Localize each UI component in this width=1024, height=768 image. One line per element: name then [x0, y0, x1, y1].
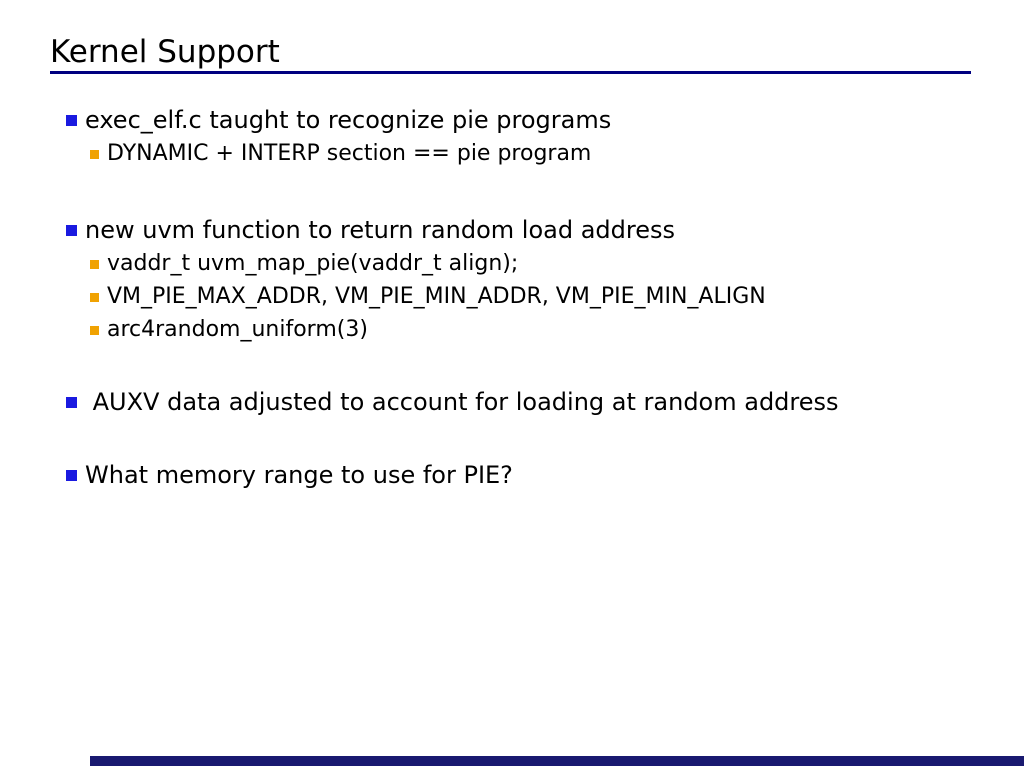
bullet-item: new uvm function to return random load a…: [0, 214, 1024, 247]
sub-bullet-item: arc4random_uniform(3): [0, 313, 1024, 346]
bullet-text: AUXV data adjusted to account for loadin…: [85, 388, 839, 416]
bullet-text: What memory range to use for PIE?: [85, 461, 513, 489]
sub-bullet-square-icon: [90, 326, 99, 335]
slide-title: Kernel Support: [50, 34, 280, 70]
sub-bullet-square-icon: [90, 260, 99, 269]
bullet-item: exec_elf.c taught to recognize pie progr…: [0, 104, 1024, 137]
bullet-text: new uvm function to return random load a…: [85, 216, 675, 244]
bullet-group: What memory range to use for PIE?: [0, 459, 1024, 492]
sub-bullet-item: vaddr_t uvm_map_pie(vaddr_t align);: [0, 247, 1024, 280]
sub-bullet-square-icon: [90, 293, 99, 302]
footer-bar: [90, 756, 1024, 766]
bullet-square-icon: [66, 115, 77, 126]
sub-bullet-text: vaddr_t uvm_map_pie(vaddr_t align);: [107, 251, 519, 276]
bullet-square-icon: [66, 470, 77, 481]
bullet-text: exec_elf.c taught to recognize pie progr…: [85, 106, 612, 134]
bullet-item: AUXV data adjusted to account for loadin…: [0, 386, 1024, 419]
bullet-group: exec_elf.c taught to recognize pie progr…: [0, 104, 1024, 170]
sub-bullet-text: VM_PIE_MAX_ADDR, VM_PIE_MIN_ADDR, VM_PIE…: [107, 284, 766, 309]
bullet-square-icon: [66, 397, 77, 408]
sub-bullet-text: DYNAMIC + INTERP section == pie program: [107, 141, 592, 166]
bullet-group: new uvm function to return random load a…: [0, 214, 1024, 346]
sub-bullet-item: VM_PIE_MAX_ADDR, VM_PIE_MIN_ADDR, VM_PIE…: [0, 280, 1024, 313]
bullet-item: What memory range to use for PIE?: [0, 459, 1024, 492]
slide-content: exec_elf.c taught to recognize pie progr…: [0, 104, 1024, 492]
sub-bullet-square-icon: [90, 150, 99, 159]
sub-bullet-text: arc4random_uniform(3): [107, 317, 368, 342]
bullet-group: AUXV data adjusted to account for loadin…: [0, 386, 1024, 419]
sub-bullet-item: DYNAMIC + INTERP section == pie program: [0, 137, 1024, 170]
title-underline: [50, 71, 971, 74]
bullet-square-icon: [66, 225, 77, 236]
